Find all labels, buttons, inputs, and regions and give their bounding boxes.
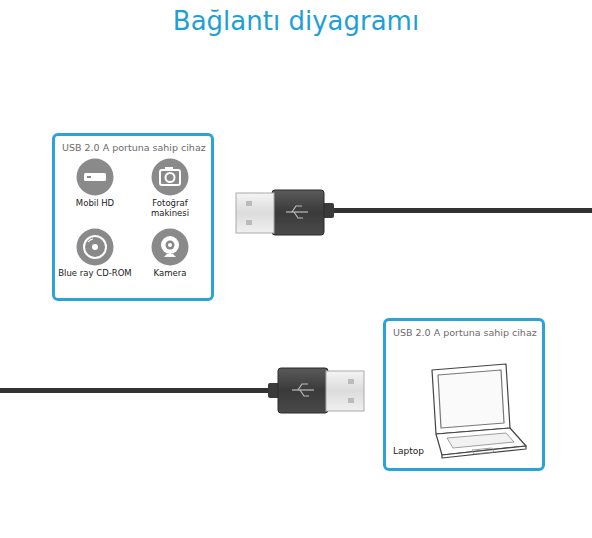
icon-disc [151, 158, 189, 196]
title: Bağlantı diyagramı [0, 6, 592, 36]
device-icon: Fotoğraf makinesi [143, 158, 197, 219]
icon-label: Blue ray CD-ROM [53, 269, 137, 279]
device-icon: Mobil HD [64, 158, 126, 209]
box-heading: USB 2.0 A portuna sahip cihaz [62, 142, 206, 153]
device-icon: Blue ray CD-ROM [53, 228, 137, 279]
icon-disc [76, 158, 114, 196]
usb-cable-top [236, 190, 592, 235]
device-box: USB 2.0 A portuna sahip cihazMobil HD Fot… [52, 133, 214, 301]
usb-cable-bottom [0, 368, 364, 413]
laptop-drawing [432, 364, 526, 458]
device-label: Laptop [393, 446, 424, 456]
icon-label: Kamera [139, 269, 201, 279]
icon-disc [151, 228, 189, 266]
device-box: USB 2.0 A portuna sahip cihazLaptop [383, 318, 545, 471]
icon-disc [76, 228, 114, 266]
icon-label: Mobil HD [64, 199, 126, 209]
icon-label: Fotoğraf makinesi [143, 199, 197, 219]
device-icon: Kamera [139, 228, 201, 279]
box-heading: USB 2.0 A portuna sahip cihaz [393, 327, 537, 338]
